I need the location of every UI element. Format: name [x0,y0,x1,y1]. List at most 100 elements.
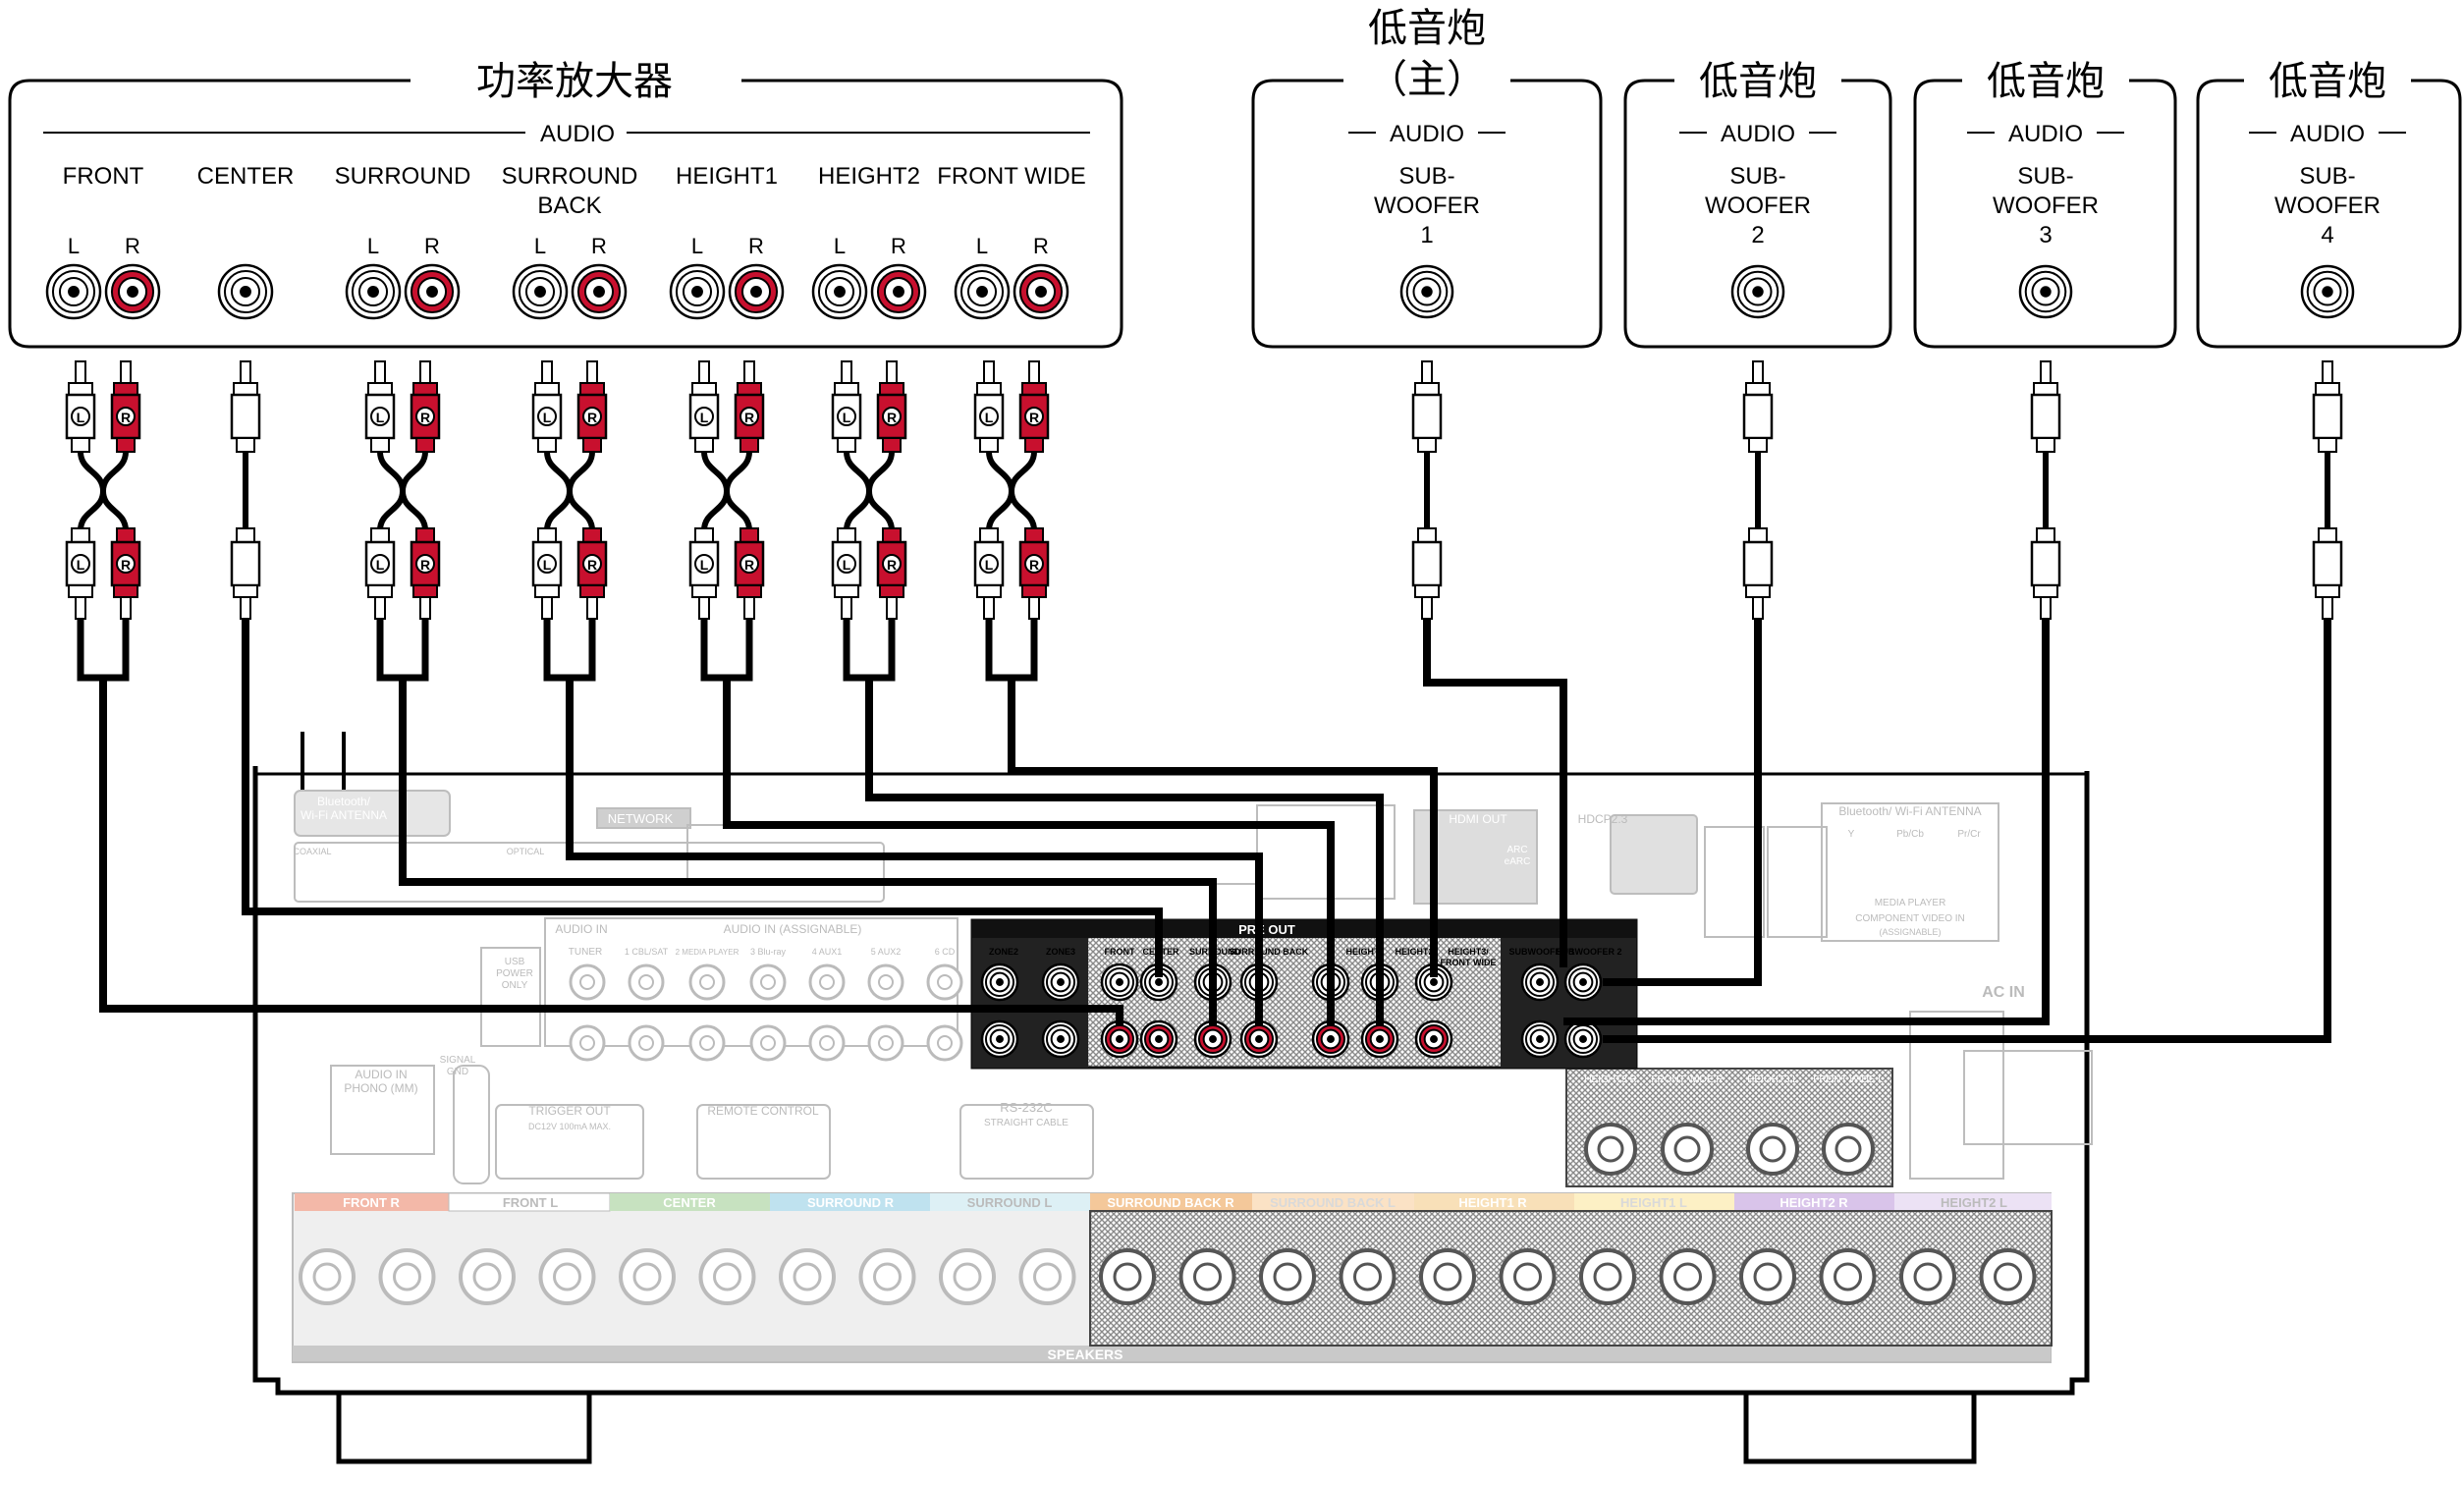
rs232c-label: RS-232C [1000,1100,1052,1115]
subwoofer-rca-jack [1730,264,1785,319]
subwoofer-outline [1251,79,1603,349]
preout-jack-bottom [1100,1019,1139,1059]
rca-plug-left-bottom: L [688,527,720,620]
speaker-terminal-label: FRONT R [343,1195,400,1210]
left-label: L [534,234,546,258]
right-label: R [424,234,440,258]
svg-text:R: R [1029,410,1039,425]
svg-text:R: R [744,410,754,425]
preout-jack-bottom [1360,1019,1399,1059]
audio-in-assignable-label: AUDIO IN (ASSIGNABLE) [724,922,862,936]
preout-jack-label: HEIGHT2 [1395,947,1433,957]
rca-jack-left [45,263,102,320]
amp-channel-center: CENTER [197,163,294,320]
rca-jack-left [345,263,402,320]
rca-plug-left-bottom: L [531,527,563,620]
rca-plug-left-bottom: L [364,527,396,620]
preout-jack-bottom [1563,1019,1603,1059]
optical-label: OPTICAL [507,847,545,856]
svg-text:L: L [543,557,552,573]
preout-jack-label: HEIGHT1 [1345,947,1384,957]
speaker-terminal-label: CENTER [663,1195,716,1210]
subwoofer-title: 低音炮 [1987,59,2105,104]
svg-text:L: L [77,557,85,573]
right-label: R [891,234,906,258]
preout-jack-label: FRONT [1105,947,1135,957]
amplifier-outline [8,79,1123,349]
preout-jack-bottom [1414,1019,1453,1059]
sub-plug-top [1411,360,1443,453]
svg-text:R: R [744,557,754,573]
antenna-label: Bluetooth/Wi-Fi ANTENNA [301,795,387,822]
subwoofer-title: 低音炮 [1699,59,1817,104]
antenna-connector [301,732,346,791]
svg-text:L: L [985,410,994,425]
height3-l-label: HEIGHT3 L [1747,1074,1798,1085]
svg-text:R: R [587,410,597,425]
speaker-terminal-label: HEIGHT2 L [1941,1195,2007,1210]
preout-jack-bottom [980,1019,1019,1059]
svg-text:L: L [376,410,385,425]
speaker-terminal-label: SURROUND BACK L [1270,1195,1396,1210]
rca-jack-right [404,263,461,320]
rca-plug-left-top: L [65,360,96,453]
preout-jack-top [1520,962,1560,1002]
preout-jack-bottom [1193,1019,1232,1059]
preout-jack-top [1414,962,1453,1002]
rca-jack-left [512,263,569,320]
rca-plug-left-top: L [531,360,563,453]
rca-plug-left-top: L [364,360,396,453]
subwoofer-rca-jack [2300,264,2355,319]
ac-in-label: AC IN [1982,984,2025,1001]
subwoofer-outline [1623,79,1892,349]
preout-jack-bottom [1139,1019,1178,1059]
preout-jack-bottom [1239,1019,1279,1059]
component-label: COMPONENT VIDEO IN [1855,913,1965,924]
rca-plug-right-top: R [410,360,441,453]
right-label: R [591,234,607,258]
speaker-terminal-label: HEIGHT2 R [1780,1195,1848,1210]
svg-text:R: R [1029,557,1039,573]
preout-jack-bottom [1041,1019,1080,1059]
receiver-foot-right [1743,1393,1977,1464]
preout-panel-header [972,920,1636,938]
svg-text:R: R [587,557,597,573]
subwoofer-audio-label: AUDIO [1390,121,1464,147]
svg-text:R: R [887,410,897,425]
svg-text:R: R [887,557,897,573]
svg-text:L: L [843,410,851,425]
subwoofer-audio-label: AUDIO [2008,121,2083,147]
svg-text:L: L [77,410,85,425]
speaker-terminals-hatched [1089,1210,2053,1347]
remote-label: REMOTE CONTROL [707,1104,819,1118]
component-assignable-label: (ASSIGNABLE) [1879,927,1941,937]
amp-channel-label: FRONT [63,163,144,190]
rca-plug-left-top: L [688,360,720,453]
subwoofer-outline [1913,79,2177,349]
preout-jack-top [1100,962,1139,1002]
speaker-terminal-label: FRONT L [503,1195,558,1210]
rca-plug-right-top: R [876,360,907,453]
network-label: NETWORK [608,811,674,826]
svg-text:L: L [843,557,851,573]
rca-jack-right [571,263,628,320]
pb-label: Pb/Cb [1896,829,1924,840]
aux1-label: 4 AUX1 [812,947,843,957]
svg-text:R: R [121,410,131,425]
rca-jack-right [1013,263,1069,320]
audio-in-label: AUDIO IN [555,922,607,936]
subwoofer-title: 低音炮 [2269,59,2386,104]
rca-plug-right-top: R [110,360,141,453]
amp-channel-label: SURROUND [335,163,471,190]
rca-jack-mono [217,263,274,320]
rca-plug-right-bottom: R [576,527,608,620]
